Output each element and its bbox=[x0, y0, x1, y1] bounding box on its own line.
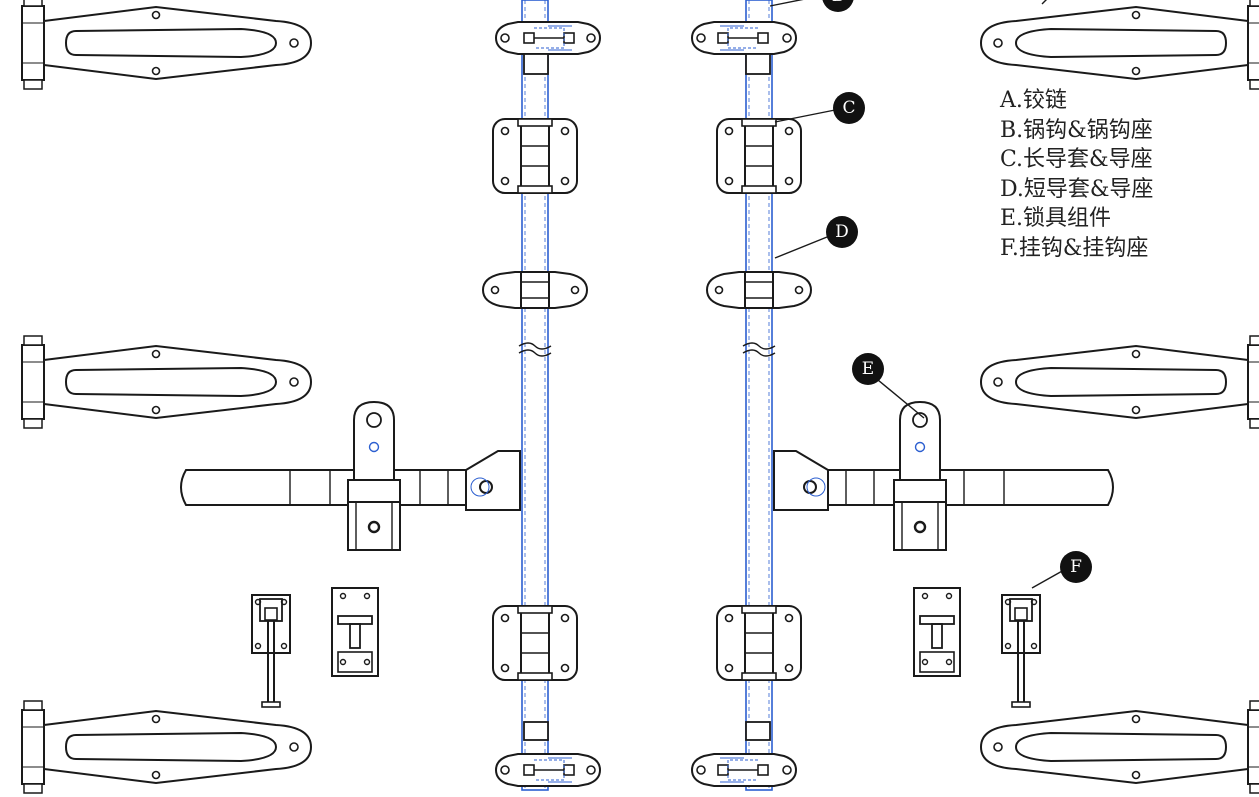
hinge-right-middle bbox=[980, 335, 1259, 429]
cam-keeper-right-bottom bbox=[691, 753, 797, 787]
legend-item-f: F.挂钩&挂钩座 bbox=[1000, 235, 1149, 261]
callout-d: D bbox=[826, 216, 858, 248]
lock-body-left bbox=[346, 400, 402, 552]
t-keeper-right bbox=[913, 587, 961, 677]
cam-keeper-right-top bbox=[691, 21, 797, 55]
hinge-left-middle bbox=[21, 335, 312, 429]
cam-left-top bbox=[523, 53, 549, 75]
callout-f: F bbox=[1060, 551, 1092, 583]
callout-leaders bbox=[769, 0, 1065, 589]
callout-e: E bbox=[852, 353, 884, 385]
cam-right-top bbox=[745, 53, 771, 75]
cam-left-bottom bbox=[523, 721, 549, 741]
lock-body-right bbox=[892, 400, 948, 552]
cam-keeper-left-top bbox=[495, 21, 601, 55]
cam-right-bottom bbox=[745, 721, 771, 741]
hinge-right-top bbox=[980, 0, 1259, 90]
callout-c: C bbox=[833, 92, 865, 124]
legend-item-e: E.锁具组件 bbox=[1000, 206, 1112, 231]
hinge-right-bottom bbox=[980, 700, 1259, 794]
long-guide-right-bottom bbox=[716, 605, 802, 681]
hinge-left-bottom bbox=[21, 700, 312, 794]
long-guide-left-top bbox=[492, 118, 578, 194]
short-guide-left bbox=[482, 271, 588, 309]
long-guide-left-bottom bbox=[492, 605, 578, 681]
hook-right bbox=[1001, 594, 1041, 708]
short-guide-right bbox=[706, 271, 812, 309]
legend-item-a: A.铰链 bbox=[1000, 88, 1067, 113]
legend-item-c: C.长导套&导座 bbox=[1000, 147, 1153, 172]
hook-left bbox=[251, 594, 291, 708]
legend-item-d: D.短导套&导座 bbox=[1000, 176, 1154, 202]
parts-legend: A.铰链 B.锅钩&锅钩座 C.长导套&导座 D.短导套&导座 E.锁具组件 F… bbox=[1000, 86, 1153, 263]
t-keeper-left bbox=[331, 587, 379, 677]
long-guide-right-top bbox=[716, 118, 802, 194]
callout-b: B bbox=[822, 0, 854, 12]
legend-item-b: B.锅钩&锅钩座 bbox=[1000, 117, 1153, 143]
cam-keeper-left-bottom bbox=[495, 753, 601, 787]
hinge-left-top bbox=[21, 0, 312, 90]
